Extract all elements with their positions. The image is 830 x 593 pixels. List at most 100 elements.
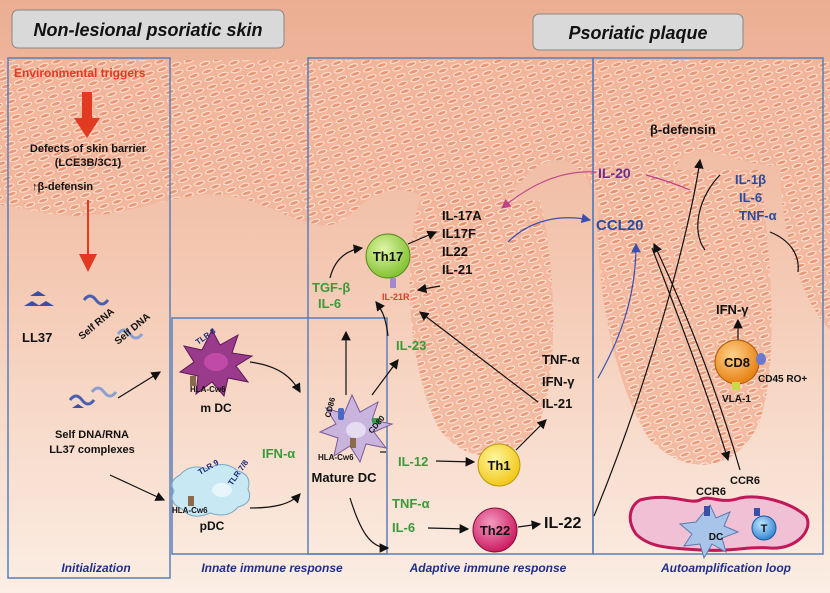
th1-label: Th1 [487, 458, 510, 473]
il20-label: IL-20 [598, 165, 631, 181]
th1-cytokine-2: IFN-γ [542, 374, 575, 389]
self-rna-icon [82, 294, 110, 306]
ccr6-a-icon [704, 506, 710, 516]
cd45ro-label: CD45 RO+ [758, 374, 807, 385]
pdc-label: pDC [200, 519, 225, 533]
th17-cytokine-3: IL22 [442, 244, 468, 259]
arrow-ccl20-to-ccr6 [651, 247, 731, 462]
th17-cell [365, 233, 411, 279]
arrow-ccr6-to-ccl20 [653, 242, 741, 471]
rete-ridge-1 [409, 200, 554, 456]
cd8-label: CD8 [724, 355, 750, 370]
arrow-th17-to-ccl20 [507, 213, 592, 243]
stage-autoamplification: Autoamplification loop [660, 561, 791, 575]
mature-dc-icon [318, 393, 394, 464]
loop-curve-right [769, 231, 799, 273]
cd45ro-marker-icon [756, 353, 766, 365]
arrow-th17-to-cytokines [407, 230, 438, 245]
mdc-label: m DC [200, 401, 232, 415]
th1-cell [477, 443, 521, 487]
arrow-tgf-to-th17 [329, 244, 364, 279]
rete-ridge-3 [780, 160, 830, 330]
loop-il6: IL-6 [739, 190, 762, 205]
tnf-alpha-label: TNF-α [392, 496, 430, 511]
tgf-beta-label: TGF-β [312, 280, 350, 295]
header-right: Psoriatic plaque [568, 23, 707, 43]
il21r-receptor-icon [390, 278, 396, 288]
stage-innate: Innate immune response [201, 561, 343, 575]
loop-ifng: IFN-γ [716, 302, 749, 317]
innate-panel [171, 317, 388, 555]
dc-cell-icon [678, 504, 740, 560]
t-cell [751, 515, 777, 541]
rete-ridge-2 [597, 170, 772, 465]
trigger-arrow-icon [74, 92, 100, 138]
arrow-pdc-to-mature [249, 493, 301, 509]
vla1-marker-icon [732, 382, 740, 390]
il20-source-line [645, 174, 691, 191]
header-left: Non-lesional psoriatic skin [33, 20, 262, 40]
loop-il1b: IL-1β [735, 172, 766, 187]
arrow-il23-to-th17 [375, 301, 389, 337]
header-right-box [532, 13, 744, 51]
ccr6-b-label: CCR6 [730, 475, 760, 487]
th1-cytokine-3: IL-21 [542, 396, 572, 411]
pdc-cell-icon [171, 464, 251, 517]
loop-curve-left [697, 174, 721, 251]
ccr6-b-icon [754, 508, 760, 516]
environmental-triggers: Environmental triggers [14, 66, 146, 80]
th17-cytokine-4: IL-21 [442, 262, 472, 277]
ll37-label: LL37 [22, 330, 52, 345]
defects-line1: Defects of skin barrier [30, 143, 147, 155]
mature-dc-label: Mature DC [311, 470, 377, 485]
hla-mdc-label: HLA-Cw6 [190, 385, 226, 394]
th22-cell [472, 507, 518, 553]
il6-b-label: IL-6 [392, 520, 415, 535]
defects-line2: (LCE3B/3C1) [55, 157, 122, 169]
ccr6-a-label: CCR6 [696, 486, 726, 498]
vla1-label: VLA-1 [722, 394, 751, 405]
header-left-box [11, 9, 285, 49]
arrow-il21-to-il21r [416, 283, 441, 294]
th1-cytokine-1: TNF-α [542, 352, 580, 367]
initialization-panel [7, 57, 171, 579]
t-cell-label: T [761, 523, 768, 535]
complex-icon [68, 386, 118, 408]
arrow-il20-to-keratinocytes [501, 171, 597, 209]
ifn-alpha-label: IFN-α [262, 446, 295, 461]
stage-adaptive: Adaptive immune response [409, 561, 567, 575]
beta-defensin-up: ↑β-defensin [32, 181, 93, 193]
arrow-mdc-to-mature [249, 361, 301, 394]
arrow-to-mdc [117, 371, 162, 399]
dc-label: DC [709, 532, 723, 543]
th17-label: Th17 [373, 249, 403, 264]
complexes-line2: LL37 complexes [49, 444, 135, 456]
loop-tnfa: TNF-α [739, 208, 777, 223]
arrow-th22-to-il22 [517, 520, 542, 530]
hla-pdc-label: HLA-Cw6 [172, 506, 208, 515]
self-dna-icon [116, 328, 144, 340]
complexes-line1: Self DNA/RNA [55, 429, 129, 441]
arrow-mature-to-il6 [349, 497, 390, 553]
th17-cytokine-2: IL17F [442, 226, 476, 241]
stage-initialization: Initialization [61, 561, 130, 575]
mdc-cell-icon [178, 328, 254, 398]
ccl20-label: CCL20 [596, 217, 644, 234]
il6-a-label: IL-6 [318, 296, 341, 311]
arrow-mature-to-il23 [371, 359, 399, 396]
th22-label: Th22 [480, 523, 510, 538]
mature-hla-label: HLA-Cw6 [318, 453, 354, 462]
th17-cytokine-1: IL-17A [442, 208, 482, 223]
arrow-il6-to-th22 [427, 523, 470, 534]
loop-beta-defensin: β-defensin [650, 122, 716, 137]
il22-label: IL-22 [544, 515, 581, 532]
arrow-th1-to-ccl20 [597, 242, 641, 379]
ll37-peptides-icon [24, 291, 54, 306]
autoamplification-panel [592, 57, 824, 555]
arrow-il22-to-defensin [593, 158, 704, 517]
il12-label: IL-12 [398, 454, 428, 469]
il23-label: IL-23 [396, 338, 426, 353]
arrow-th1-to-cytokines [515, 419, 547, 451]
